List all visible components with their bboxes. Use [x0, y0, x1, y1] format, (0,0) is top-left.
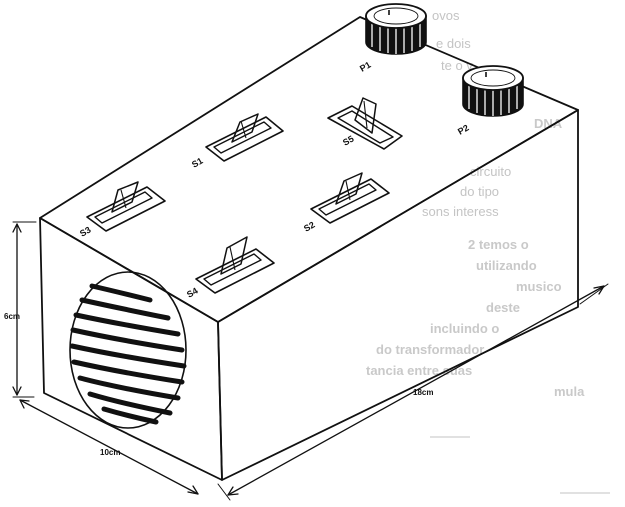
switch-lever-edge — [345, 180, 351, 201]
arrow-head — [187, 485, 199, 495]
arrow-head — [12, 223, 22, 233]
grille-slot — [71, 359, 185, 385]
dimension-label-width: 10cm — [100, 448, 120, 457]
switch-lever-edge — [229, 246, 236, 271]
knob-ribs — [468, 84, 518, 116]
switch-plate — [86, 186, 166, 232]
switch-plate — [310, 178, 390, 224]
switch-plate — [195, 248, 275, 294]
switch-lever-edge — [240, 120, 247, 139]
extension-line — [217, 483, 231, 501]
grille-slot — [70, 327, 185, 353]
bg-line-8: 2 temos o — [468, 237, 529, 252]
bg-line-6: do tipo — [460, 184, 499, 199]
switch-plate — [327, 105, 403, 150]
bg-line-9: utilizando — [476, 258, 537, 273]
bg-line-13: do transformador — [376, 342, 484, 357]
dimension-line — [227, 285, 605, 496]
bg-line-1: ovos — [432, 8, 460, 23]
switch-slot — [203, 253, 262, 286]
switch-label-s5: S5 — [341, 134, 356, 148]
grille-slot — [79, 297, 171, 321]
dimension-width: 10cm — [19, 399, 199, 495]
switch-plate — [205, 116, 284, 162]
switch-s5[interactable]: S5 — [327, 97, 403, 150]
knob-p2[interactable]: P2 — [456, 65, 524, 137]
knob-label-p2: P2 — [456, 123, 471, 137]
bg-line-5: circuito — [470, 164, 511, 179]
grille-slot — [87, 391, 173, 416]
arrow-head — [227, 486, 239, 496]
knob-ribs — [371, 22, 421, 54]
knob-cap-ring — [470, 69, 516, 87]
switch-s3[interactable]: S3 — [78, 181, 166, 239]
switch-s2[interactable]: S2 — [302, 172, 390, 234]
dimension-line — [19, 399, 199, 495]
dimension-length: 18cm — [217, 283, 609, 501]
switch-lever — [354, 97, 377, 134]
switch-label-s1: S1 — [190, 156, 205, 170]
switch-label-s4: S4 — [185, 286, 200, 300]
knob-p1[interactable]: P1 — [358, 3, 427, 74]
knob-cap-ring — [373, 7, 419, 25]
dimension-label-height: 6cm — [4, 312, 20, 321]
arrow-head — [12, 386, 22, 396]
background-text: ovos e dois te o v DNA circuito do tipo … — [366, 8, 610, 494]
extension-line — [579, 283, 609, 305]
arrow-head — [19, 399, 30, 409]
bg-line-10: musico — [516, 279, 562, 294]
bg-line-7: sons interess — [422, 204, 499, 219]
dimension-height: 6cm — [4, 221, 37, 398]
grille-slot — [69, 343, 187, 369]
knob-label-p1: P1 — [358, 60, 373, 74]
grille-slot — [89, 283, 153, 303]
box-side-face — [217, 109, 579, 481]
switch-label-s3: S3 — [78, 225, 93, 239]
speaker-grille — [69, 271, 187, 429]
switch-s1[interactable]: S1 — [190, 113, 284, 170]
box — [39, 16, 579, 481]
bg-line-12: incluindo o — [430, 321, 499, 336]
box-front-face — [39, 217, 223, 481]
grille-slot — [73, 312, 181, 337]
bg-line-4: DNA — [534, 116, 563, 131]
switch-slot — [94, 191, 153, 224]
speaker-circle — [69, 271, 187, 429]
switch-slot — [213, 121, 272, 154]
arrow-head — [593, 285, 605, 295]
switch-s4[interactable]: S4 — [185, 236, 275, 300]
grille-slot — [101, 406, 159, 425]
switch-slot — [337, 110, 394, 144]
bg-line-15: mula — [554, 384, 585, 399]
grille-slot — [77, 375, 181, 401]
bg-line-2: e dois — [436, 36, 471, 51]
switch-lever-edge — [120, 189, 127, 209]
switch-label-s2: S2 — [302, 220, 317, 234]
switch-slot — [318, 183, 377, 216]
bg-line-11: deste — [486, 300, 520, 315]
dimension-label-length: 18cm — [413, 388, 433, 397]
switch-lever-edge — [363, 100, 368, 129]
